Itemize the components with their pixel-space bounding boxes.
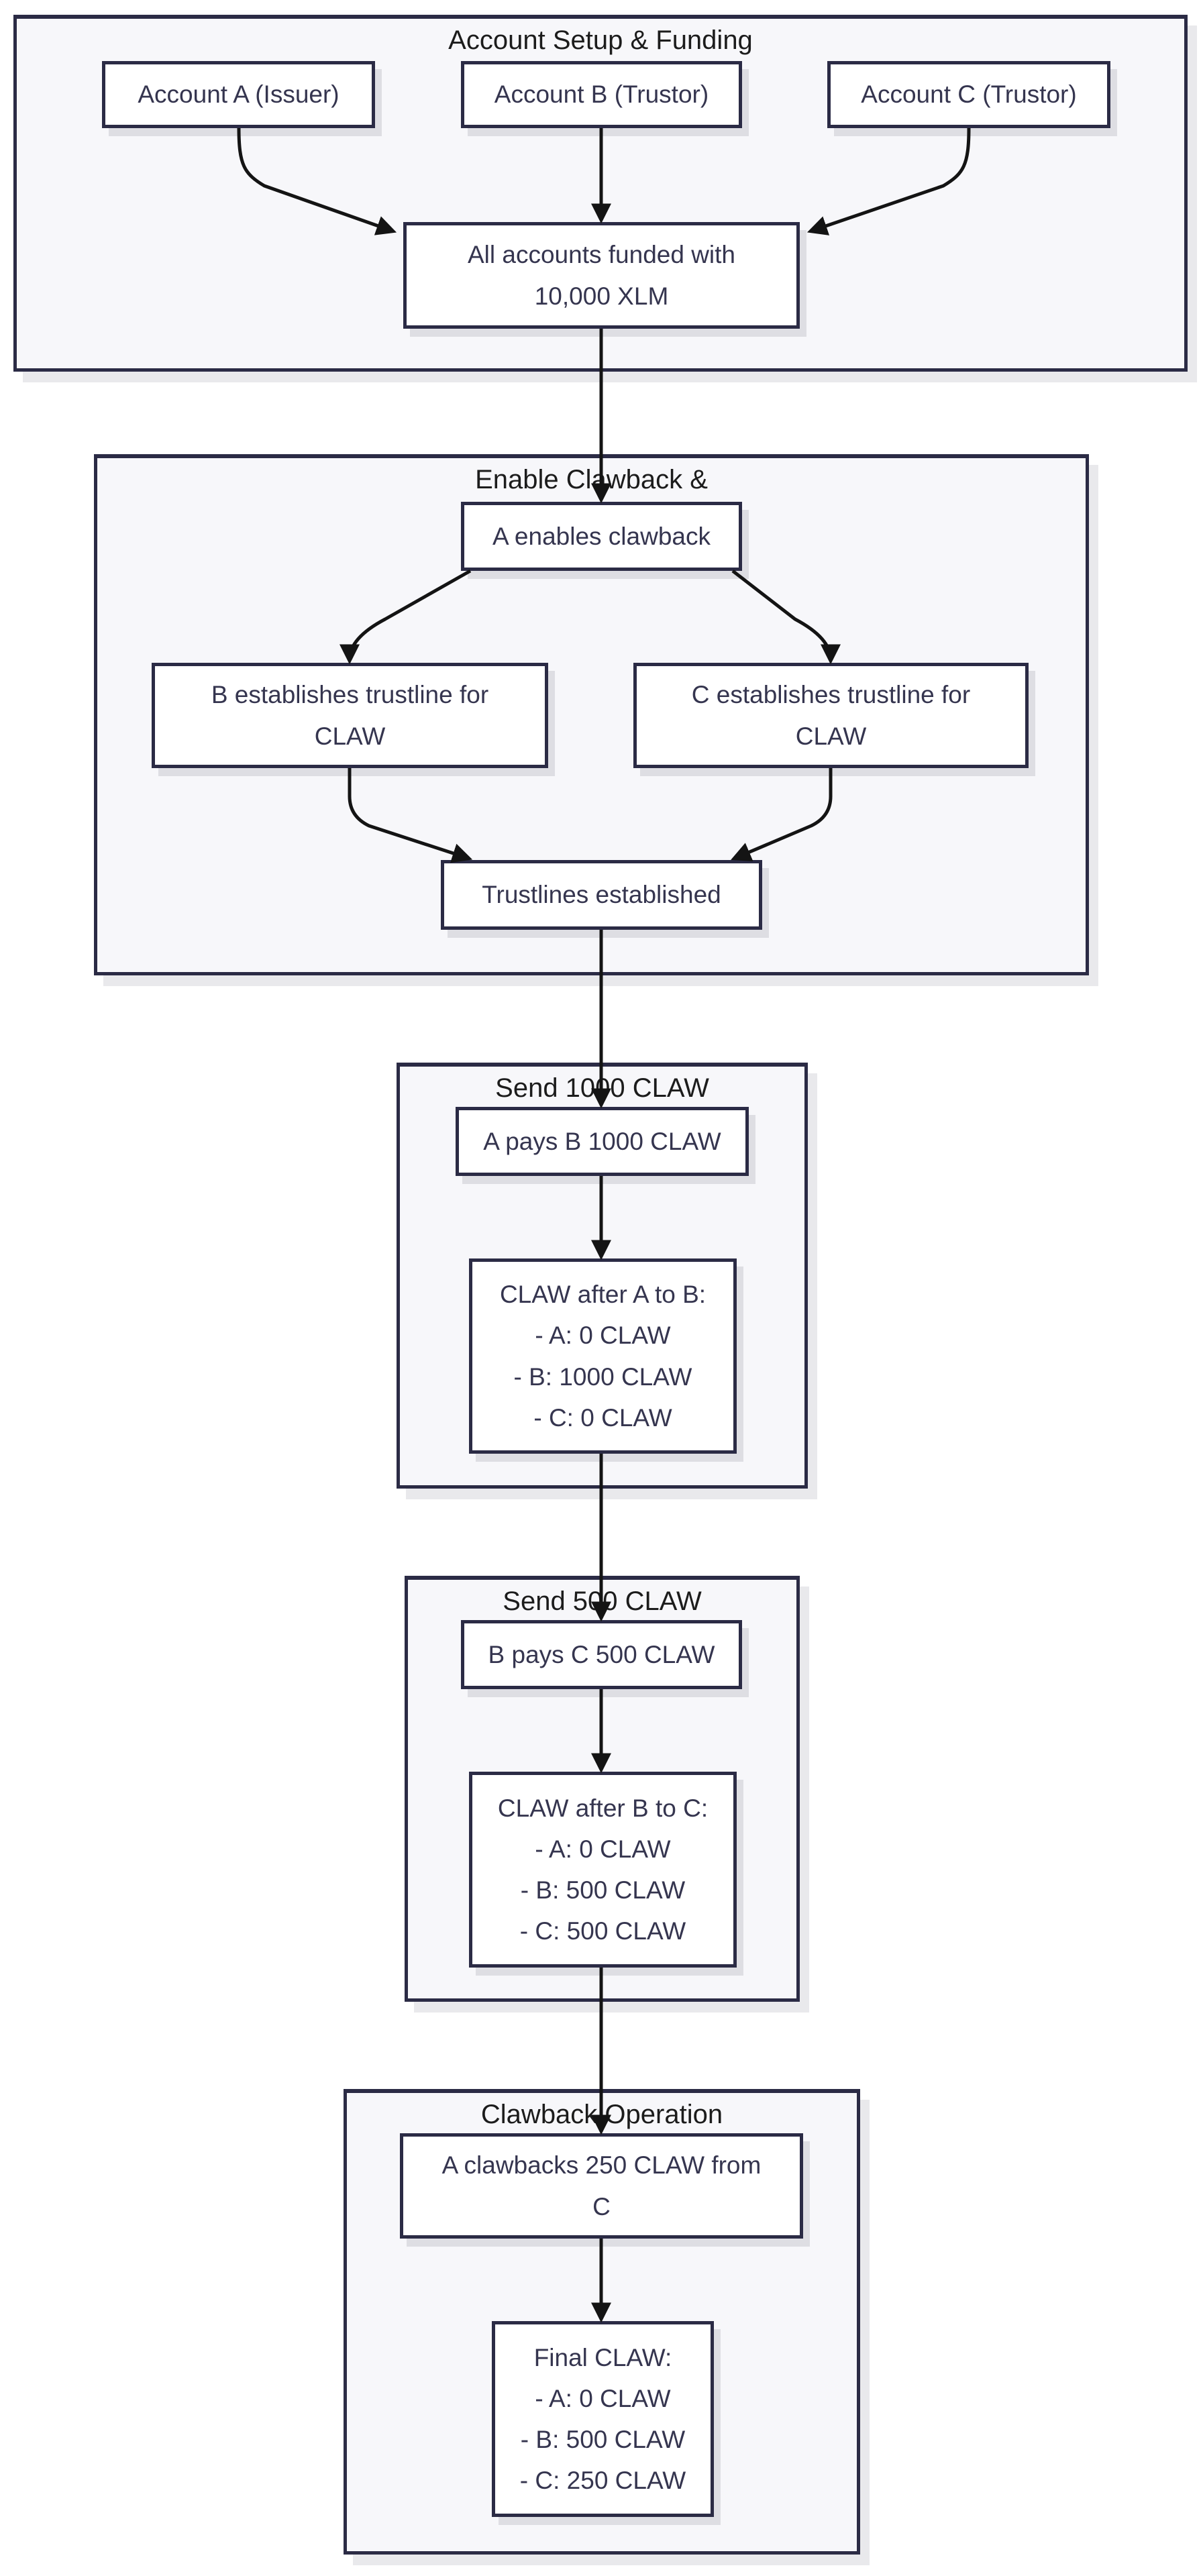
node-balances-after-a-to-b: CLAW after A to B: - A: 0 CLAW - B: 1000… xyxy=(469,1258,737,1454)
node-account-b-trustor: Account B (Trustor) xyxy=(461,61,742,128)
node-text-line: Account A (Issuer) xyxy=(138,80,340,109)
section-title-enable-clawback: Enable Clawback & xyxy=(475,465,708,494)
node-text-line: - C: 0 CLAW xyxy=(533,1403,672,1432)
node-text-line: - A: 0 CLAW xyxy=(535,1322,671,1350)
node-text-line: - C: 500 CLAW xyxy=(519,1917,686,1945)
node-text-line: Trustlines established xyxy=(482,881,721,909)
node-text-line: A clawbacks 250 CLAW from xyxy=(441,2151,762,2180)
node-text-line: Account C (Trustor) xyxy=(861,80,1077,109)
node-text-line: - B: 1000 CLAW xyxy=(513,1362,692,1391)
node-text-line: - A: 0 CLAW xyxy=(535,2384,671,2412)
node-text-line: C xyxy=(592,2192,611,2220)
node-text-line: A pays B 1000 CLAW xyxy=(483,1127,721,1155)
node-text-line: CLAW after A to B: xyxy=(499,1281,707,1309)
node-text-line: B establishes trustline for xyxy=(211,681,489,709)
node-text-line: - C: 250 CLAW xyxy=(519,2467,686,2495)
node-a-clawbacks-250-claw: A clawbacks 250 CLAW from C xyxy=(400,2133,803,2239)
node-account-c-trustor: Account C (Trustor) xyxy=(827,61,1110,128)
node-all-accounts-funded: All accounts funded with 10,000 XLM xyxy=(403,222,800,329)
node-b-establishes-trustline: B establishes trustline for CLAW xyxy=(152,663,548,768)
node-text-line: - B: 500 CLAW xyxy=(520,2426,686,2453)
node-text-line: 10,000 XLM xyxy=(534,282,669,310)
section-title-clawback-operation: Clawback Operation xyxy=(480,2100,723,2129)
node-text-line: - B: 500 CLAW xyxy=(520,1876,686,1904)
node-a-enables-clawback: A enables clawback xyxy=(461,502,742,571)
node-text-line: C establishes trustline for xyxy=(691,681,971,709)
section-title-send-1000-claw: Send 1000 CLAW xyxy=(495,1073,709,1103)
node-text-line: CLAW xyxy=(795,722,867,750)
section-title-send-500-claw: Send 500 CLAW xyxy=(503,1587,702,1616)
node-text-line: A enables clawback xyxy=(492,522,711,550)
section-title-account-setup-funding: Account Setup & Funding xyxy=(448,25,753,55)
node-text-line: B pays C 500 CLAW xyxy=(488,1640,715,1668)
node-text-line: Final CLAW: xyxy=(533,2343,672,2371)
node-text-line: CLAW xyxy=(314,722,386,750)
node-text-line: - A: 0 CLAW xyxy=(535,1835,671,1863)
node-b-pays-c-500-claw: B pays C 500 CLAW xyxy=(461,1620,742,1689)
node-text-line: Account B (Trustor) xyxy=(494,80,709,109)
node-final-balances: Final CLAW: - A: 0 CLAW - B: 500 CLAW - … xyxy=(492,2321,714,2517)
node-c-establishes-trustline: C establishes trustline for CLAW xyxy=(633,663,1029,768)
node-text-line: All accounts funded with xyxy=(467,241,735,269)
node-a-pays-b-1000-claw: A pays B 1000 CLAW xyxy=(456,1107,749,1176)
node-trustlines-established: Trustlines established xyxy=(441,860,762,930)
node-text-line: CLAW after B to C: xyxy=(497,1794,709,1822)
node-account-a-issuer: Account A (Issuer) xyxy=(102,61,375,128)
node-balances-after-b-to-c: CLAW after B to C: - A: 0 CLAW - B: 500 … xyxy=(469,1772,737,1968)
